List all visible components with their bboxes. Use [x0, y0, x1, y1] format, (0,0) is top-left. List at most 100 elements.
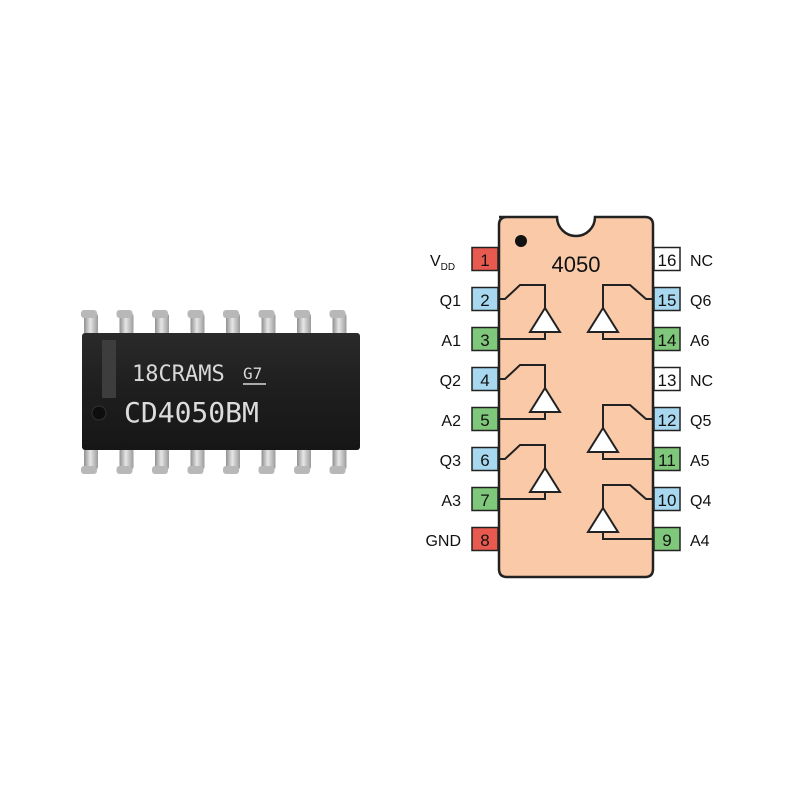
pin-14-box — [653, 326, 681, 352]
pin-9-label: A4 — [690, 533, 710, 550]
top-lead-foot — [294, 310, 310, 318]
pin-12-label: Q5 — [690, 413, 711, 430]
top-lead — [190, 313, 205, 335]
chip-pin1-stripe — [102, 340, 116, 398]
pin-2-number: 2 — [480, 291, 489, 310]
pin-6-box — [471, 446, 499, 472]
pin-2-box — [471, 286, 499, 312]
bottom-lead — [297, 448, 311, 470]
pin-13-box — [653, 366, 681, 392]
buffer-1-input-wire — [499, 332, 546, 340]
bottom-lead-foot — [258, 466, 275, 474]
pin-3-box — [471, 326, 499, 352]
buffer-5-input-wire — [602, 452, 653, 460]
bottom-lead — [119, 448, 134, 470]
buffer-4-input-wire — [602, 532, 653, 540]
top-lead — [332, 313, 347, 335]
top-lead — [84, 313, 98, 335]
buffer-1-output-wire — [499, 284, 546, 308]
top-lead — [155, 313, 169, 335]
bottom-lead — [155, 448, 169, 470]
buffer-2-input-wire — [499, 412, 546, 420]
pin-7-box — [471, 486, 499, 512]
chip-marking-code: G7 — [243, 364, 262, 383]
pin-3-number: 3 — [480, 331, 489, 350]
pin-5-box — [471, 406, 499, 432]
pin-1-box — [471, 246, 499, 272]
pin-16-box — [653, 246, 681, 272]
chip-marking-line2: CD4050BM — [124, 396, 259, 429]
pin-7-number: 7 — [480, 491, 489, 510]
pin-11-label: A5 — [690, 453, 710, 470]
pin-1-label-subscript: DD — [441, 262, 455, 273]
bottom-lead — [226, 448, 240, 470]
pin-9-number: 9 — [662, 531, 671, 550]
top-lead-foot — [187, 310, 204, 318]
top-lead — [261, 313, 276, 335]
top-lead — [297, 313, 311, 335]
top-lead-foot — [223, 310, 239, 318]
buffer-4-output-wire — [602, 484, 653, 508]
pin-13-label: NC — [690, 373, 713, 390]
pin-8-box — [471, 526, 499, 552]
bottom-lead — [84, 448, 98, 470]
ic-label: 4050 — [552, 252, 601, 277]
bottom-lead-foot — [223, 466, 239, 474]
bottom-leads — [81, 448, 347, 474]
pin-16-number: 16 — [658, 251, 677, 270]
bottom-lead-foot — [152, 466, 168, 474]
bottom-lead — [332, 448, 347, 470]
chip-marking-line1: 18CRAMS — [132, 362, 225, 387]
chip-package-body — [82, 333, 360, 450]
pin-8-label: GND — [425, 533, 461, 550]
pin-1-number: 1 — [480, 251, 489, 270]
buffer-3-input-wire — [499, 492, 546, 500]
buffers — [499, 284, 653, 540]
chip-pin1-dot-icon — [91, 405, 107, 421]
bottom-lead — [261, 448, 276, 470]
buffer-6-output-wire — [602, 284, 653, 308]
bottom-lead-foot — [187, 466, 204, 474]
top-lead-foot — [258, 310, 275, 318]
pin-15-box — [653, 286, 681, 312]
buffer-5-output-wire — [602, 404, 653, 428]
top-lead-foot — [152, 310, 168, 318]
pin-1-label: VDD — [430, 253, 455, 273]
pin-4-box — [471, 366, 499, 392]
top-lead-foot — [81, 310, 97, 318]
pin-15-number: 15 — [658, 291, 677, 310]
pin-10-label: Q4 — [690, 493, 711, 510]
pin-12-number: 12 — [658, 411, 677, 430]
top-lead-foot — [116, 310, 133, 318]
buffer-2-output-wire — [499, 364, 546, 388]
pin-4-number: 4 — [480, 371, 489, 390]
bottom-lead — [190, 448, 205, 470]
pin-16-label: NC — [690, 253, 713, 270]
chip-photo: 18CRAMS G7 CD4050BM — [81, 310, 360, 474]
pin-15-label: Q6 — [690, 293, 711, 310]
pin-11-number: 11 — [658, 451, 676, 470]
top-lead — [119, 313, 134, 335]
pin-11-box — [653, 446, 681, 472]
top-leads — [81, 310, 347, 335]
pin-6-label: Q3 — [440, 453, 461, 470]
bottom-lead-foot — [116, 466, 133, 474]
pin-10-box — [653, 486, 681, 512]
pin-5-number: 5 — [480, 411, 489, 430]
bottom-lead-foot — [329, 466, 346, 474]
pin-3-label: A1 — [441, 333, 461, 350]
pin-6-number: 6 — [480, 451, 489, 470]
pin-10-number: 10 — [658, 491, 677, 510]
pin-14-number: 14 — [658, 331, 677, 350]
pin-9-box — [653, 526, 681, 552]
top-lead-foot — [329, 310, 346, 318]
pin-13-number: 13 — [658, 371, 677, 390]
pin-5-label: A2 — [441, 413, 461, 430]
pin-7-label: A3 — [441, 493, 461, 510]
buffer-6-input-wire — [602, 332, 653, 340]
pin-14-label: A6 — [690, 333, 710, 350]
